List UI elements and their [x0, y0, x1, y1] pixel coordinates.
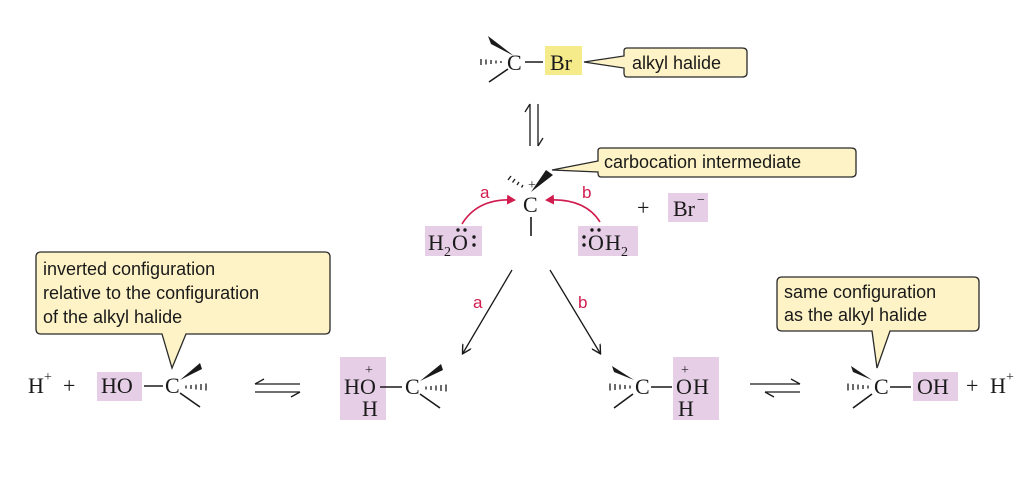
- lone-pair-dot: [456, 228, 460, 232]
- wedge-bond: [612, 366, 634, 380]
- right-proton-charge: +: [1006, 370, 1014, 385]
- lone-pair-dot: [597, 228, 601, 232]
- left-hydroxyl: HO: [101, 373, 133, 398]
- arrow-path-b-label: b: [578, 293, 587, 312]
- hashed-bond: [609, 383, 631, 391]
- lone-pair-dot: [463, 228, 467, 232]
- left-protonated-alcohol: + H O H C: [340, 357, 447, 421]
- carbocation-carbon: C: [523, 192, 538, 217]
- right-plus: +: [966, 373, 978, 398]
- water-left-h: H: [428, 230, 444, 255]
- alkyl-halide-callout: [583, 47, 748, 78]
- arrow-path-a-label: a: [473, 293, 483, 312]
- water-right-h: H: [605, 230, 621, 255]
- right-equilibrium-arrows: [750, 378, 801, 398]
- bromine-highlight: [545, 46, 582, 75]
- alkyl-halide-callout-text: alkyl halide: [632, 53, 721, 73]
- inverted-callout-line-1: inverted configuration: [43, 259, 215, 279]
- hashed-bond: [480, 59, 502, 65]
- hashed-bond: [847, 383, 869, 391]
- carbocation-charge: +: [528, 178, 536, 193]
- left-oxonium-oxygen: O: [360, 374, 376, 399]
- left-oxonium-charge: +: [365, 363, 373, 378]
- water-right: O H 2: [578, 226, 638, 260]
- water-left-oxygen: O: [452, 230, 468, 255]
- arrow-path-a: [463, 269, 513, 353]
- alkyl-halide: C Br alkyl halide: [480, 36, 748, 83]
- water-left-highlight: [425, 226, 482, 256]
- water-left-subscript: 2: [444, 245, 451, 260]
- vertical-equilibrium-arrows: [524, 103, 544, 147]
- hashed-bond: [425, 384, 447, 392]
- lone-pair-dot: [472, 235, 476, 239]
- right-intermediate-carbon: C: [635, 374, 650, 399]
- right-oxonium-charge: +: [681, 363, 689, 378]
- curly-arrow-a-label: a: [480, 183, 490, 202]
- wedge-bond: [851, 366, 872, 380]
- left-proton-charge: +: [44, 370, 52, 385]
- bromine-atom: Br: [550, 50, 573, 75]
- wedge-bond: [531, 170, 553, 192]
- same-callout-line-1: same configuration: [784, 282, 936, 302]
- wedge-bond: [488, 36, 514, 56]
- lone-pair-dot: [582, 235, 586, 239]
- left-plus: +: [63, 373, 75, 398]
- left-oxonium-highlight: [340, 357, 386, 420]
- left-equilibrium-arrows: [254, 378, 301, 398]
- arrow-path-b: [549, 269, 600, 353]
- reaction-arrows: a b: [463, 269, 600, 353]
- left-hydroxyl-highlight: [97, 372, 142, 401]
- right-hydroxyl-highlight: [913, 372, 958, 401]
- alkyl-halide-carbon: C: [507, 50, 522, 75]
- hashed-bond: [507, 175, 524, 188]
- curly-arrows: a b: [461, 183, 601, 225]
- same-callout-line-2: as the alkyl halide: [784, 305, 927, 325]
- wedge-bond: [420, 364, 443, 381]
- carbocation: + C carbocation intermediate + Br −: [507, 147, 857, 236]
- left-oxonium-h: H: [344, 374, 360, 399]
- wedge-bond: [180, 363, 202, 380]
- left-product: H + + HO C inverted configuration relati…: [28, 251, 331, 408]
- right-oxonium-h: H: [693, 374, 709, 399]
- left-intermediate-carbon: C: [405, 374, 420, 399]
- bromide-charge: −: [697, 193, 705, 208]
- water-right-subscript: 2: [621, 245, 628, 260]
- left-oxonium-h-bottom: H: [362, 396, 378, 421]
- right-oxonium-h-bottom: H: [678, 396, 694, 421]
- right-product-carbon: C: [874, 374, 889, 399]
- water-left: H 2 O: [425, 226, 482, 260]
- carbocation-callout: [551, 147, 857, 178]
- lone-pair-dot: [590, 228, 594, 232]
- inverted-callout-line-2: relative to the configuration: [43, 283, 259, 303]
- bromide-highlight: [668, 193, 708, 222]
- same-configuration-callout: [776, 276, 980, 369]
- inverted-callout-line-3: of the alkyl halide: [43, 307, 182, 327]
- plus-sign: +: [637, 195, 649, 220]
- curly-arrow-a: [461, 194, 516, 225]
- right-product: C OH + H + same configuration as the alk…: [776, 276, 1014, 409]
- curly-arrow-b-label: b: [582, 183, 591, 202]
- left-product-carbon: C: [165, 373, 180, 398]
- right-oxonium-oxygen: O: [676, 374, 692, 399]
- water-right-oxygen: O: [588, 230, 604, 255]
- right-proton: H: [990, 373, 1006, 398]
- right-hydroxyl: OH: [917, 374, 949, 399]
- lone-pair-dot: [582, 243, 586, 247]
- right-oxonium-highlight: [673, 357, 719, 420]
- carbocation-callout-text: carbocation intermediate: [604, 152, 801, 172]
- lone-pair-dot: [472, 243, 476, 247]
- inverted-configuration-callout: [35, 251, 331, 370]
- left-proton: H: [28, 373, 44, 398]
- water-right-highlight: [578, 226, 638, 256]
- hashed-bond: [185, 383, 207, 391]
- right-protonated-alcohol: C + O H H: [609, 357, 719, 421]
- bromide-ion: Br: [673, 196, 696, 221]
- curly-arrow-b: [545, 194, 601, 223]
